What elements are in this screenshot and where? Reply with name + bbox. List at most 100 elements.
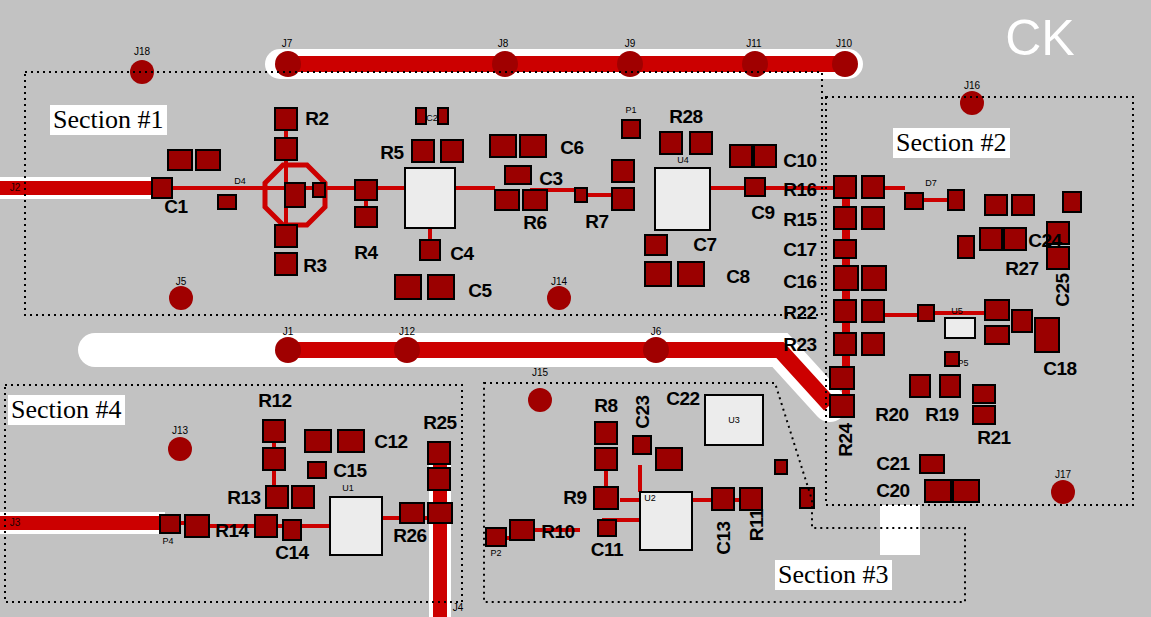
- copper-trace: [585, 193, 612, 197]
- part-label: C4: [450, 244, 473, 263]
- smd-pad: [985, 300, 1009, 320]
- part-label: R12: [258, 391, 291, 410]
- pin-label: P2: [490, 549, 501, 558]
- smd-pad: [910, 375, 930, 397]
- part-label: C3: [539, 169, 562, 188]
- smd-pad: [305, 430, 331, 452]
- smd-pad: [412, 140, 434, 162]
- part-label: C24: [1028, 231, 1061, 250]
- dotted-outline: [5, 385, 462, 602]
- smd-pad: [1012, 310, 1032, 332]
- via-label: J11: [746, 39, 761, 49]
- smd-pad: [985, 326, 1009, 344]
- part-label: R27: [1005, 259, 1038, 278]
- part-label: R19: [925, 405, 958, 424]
- smd-pad: [834, 176, 856, 198]
- ic-body: [405, 168, 455, 228]
- part-label: C10: [783, 151, 816, 170]
- smd-pad: [428, 442, 450, 464]
- via: [168, 437, 192, 461]
- smd-pad: [490, 135, 516, 157]
- smd-pad: [428, 275, 454, 299]
- via-label: J15: [532, 368, 548, 378]
- via-label: J13: [172, 426, 188, 436]
- part-label: R16: [783, 180, 816, 199]
- via-label: J18: [134, 47, 150, 57]
- pin-label: P5: [957, 359, 968, 368]
- ic-body: [330, 168, 975, 555]
- smd-pad: [441, 140, 463, 162]
- part-label: C21: [876, 454, 909, 473]
- smd-pad: [862, 207, 884, 229]
- part-label: R11: [747, 509, 766, 541]
- via-label: J16: [964, 81, 980, 91]
- via: [130, 51, 1075, 504]
- part-label: R21: [977, 428, 1010, 447]
- via: [547, 286, 571, 310]
- smd-pad: [292, 486, 314, 508]
- dotted-outline: [25, 72, 822, 315]
- clearance: [429, 455, 451, 617]
- smd-pad: [678, 262, 704, 286]
- smd-pad: [420, 240, 440, 260]
- smd-pad: [973, 385, 995, 403]
- smd-pad: [862, 266, 886, 290]
- via-label: J5: [176, 277, 187, 287]
- smd-pad: [510, 520, 534, 540]
- smd-pad: [948, 190, 964, 210]
- smd-pad: [834, 240, 856, 258]
- smd-pad: [263, 420, 285, 442]
- part-label: R22: [783, 303, 816, 322]
- smd-pad: [754, 145, 776, 167]
- part-label: R24: [836, 423, 855, 456]
- pin-label: C2: [426, 114, 438, 123]
- ic-body: [705, 395, 763, 445]
- smd-pad: [594, 487, 618, 509]
- part-label: R13: [227, 488, 260, 507]
- via-label: J12: [399, 327, 415, 337]
- via: [275, 51, 301, 77]
- smd-pad: [196, 150, 220, 170]
- smd-pad: [980, 228, 1002, 250]
- via-label: J14: [551, 277, 567, 287]
- smd-pad: [1063, 192, 1081, 212]
- smd-pad: [275, 253, 297, 275]
- clearance: [0, 512, 165, 534]
- smd-pad: [152, 178, 172, 198]
- smd-pad: [745, 178, 765, 196]
- via-label: J3: [10, 518, 21, 528]
- part-label: C14: [275, 543, 308, 562]
- dotted-outline: [826, 97, 1133, 505]
- smd-pad: [953, 480, 979, 502]
- section-title: Section #1: [50, 105, 167, 135]
- part-label: R3: [303, 256, 326, 275]
- part-label: C13: [714, 521, 733, 554]
- smd-pad: [862, 333, 884, 355]
- smd-pad: [730, 145, 752, 167]
- smd-pad: [486, 528, 506, 546]
- part-label: C18: [1043, 359, 1076, 378]
- smd-pad: [595, 448, 617, 470]
- smd-pad: [275, 225, 297, 247]
- smd-pad: [598, 520, 616, 536]
- part-label: R4: [354, 243, 377, 262]
- section-title: Section #4: [8, 395, 125, 425]
- smd-pad: [308, 462, 326, 478]
- copper-trace: [884, 313, 918, 317]
- smd-pad: [168, 150, 192, 170]
- smd-pad: [355, 180, 377, 200]
- smd-pad: [645, 235, 667, 255]
- copper-trace: [884, 186, 905, 190]
- via: [169, 286, 193, 310]
- pin-label: U1: [342, 484, 354, 493]
- ic-body: [330, 497, 382, 555]
- via: [528, 388, 552, 412]
- smd-pad: [495, 190, 519, 210]
- smd-pad: [612, 188, 634, 210]
- part-label: C17: [783, 240, 816, 259]
- smd-pad: [428, 503, 452, 523]
- smd-pad: [255, 515, 277, 537]
- part-label: R7: [585, 212, 608, 231]
- via-label: J4: [453, 603, 464, 613]
